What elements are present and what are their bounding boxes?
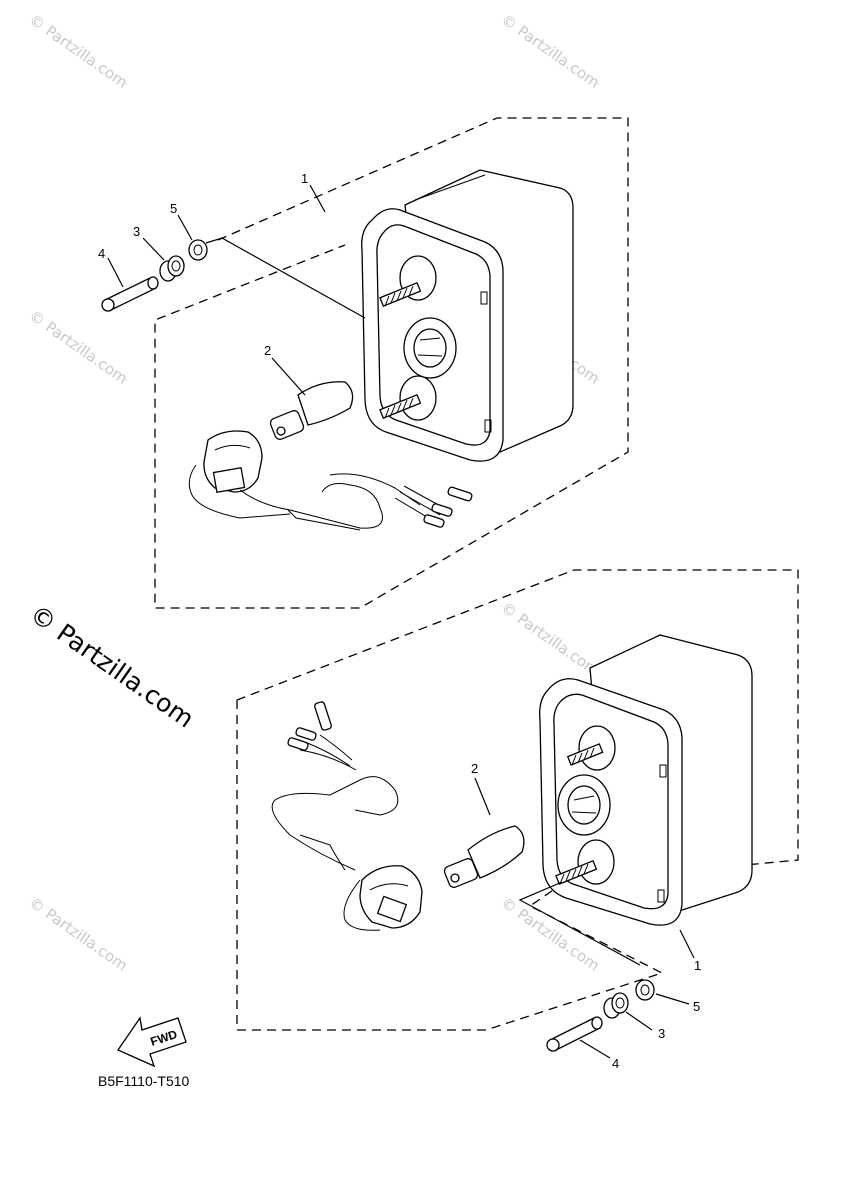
- watermark-faint: © Partzilla.com: [26, 11, 131, 92]
- top-upper-stud: [379, 281, 422, 307]
- bottom-nut-part-3: [603, 992, 629, 1019]
- top-callout-2-leader: [271, 357, 306, 396]
- bottom-bulb-part-2: [443, 825, 525, 888]
- top-callout-5: 5: [170, 201, 177, 216]
- top-washer-part-5: [188, 239, 208, 261]
- top-callout-4: 4: [98, 246, 105, 261]
- bottom-lower-stud-boss: [577, 839, 615, 885]
- top-callout-4-leader: [107, 257, 124, 288]
- watermark-faint: © Partzilla.com: [498, 11, 603, 92]
- top-bulb-part-2: [269, 381, 354, 440]
- top-washer-leader: [205, 237, 366, 319]
- bottom-callout-1-leader: [679, 929, 695, 959]
- top-socket-harness: [188, 430, 473, 531]
- watermark-faint: © Partzilla.com: [26, 894, 131, 975]
- bottom-callout-3-leader: [625, 1011, 653, 1031]
- bottom-lamp-housing: [539, 634, 753, 926]
- top-nut-part-3: [159, 255, 185, 282]
- bottom-tail-light-assembly: 2 1 5 3 4: [236, 569, 799, 1071]
- bottom-callout-1: 1: [694, 958, 701, 973]
- top-callout-1: 1: [301, 171, 308, 186]
- top-callout-5-leader: [177, 214, 193, 241]
- top-lamp-housing: [361, 169, 574, 462]
- top-callout-3: 3: [133, 224, 140, 239]
- bottom-callout-3: 3: [658, 1026, 665, 1041]
- bottom-collar-part-4: [546, 1016, 603, 1052]
- top-callout-1-leader: [309, 184, 326, 213]
- bottom-lower-stud: [555, 859, 598, 885]
- watermark-faint: © Partzilla.com: [26, 307, 131, 388]
- bottom-callout-2: 2: [471, 761, 478, 776]
- bottom-washer-part-5: [635, 979, 655, 1001]
- bottom-callout-5: 5: [693, 999, 700, 1014]
- watermark-main: © Partzilla.com: [25, 599, 200, 733]
- watermark-faint: © Partzilla.com: [498, 894, 603, 975]
- diagram-part-code: B5F1110-T510: [98, 1073, 190, 1089]
- top-collar-part-4: [101, 276, 159, 312]
- watermark-faint: © Partzilla.com: [498, 599, 603, 680]
- bottom-callout-2-leader: [474, 777, 491, 816]
- top-callout-3-leader: [142, 237, 165, 261]
- bottom-upper-stud: [566, 743, 604, 766]
- bottom-callout-5-leader: [655, 993, 690, 1005]
- bottom-assembly-boundary: [236, 569, 799, 1031]
- top-callout-2: 2: [264, 343, 271, 358]
- bottom-washer-leader: [518, 881, 641, 966]
- top-tail-light-assembly: 1 2 3 4 5: [98, 117, 629, 609]
- bottom-callout-4: 4: [612, 1056, 619, 1071]
- bottom-socket-harness: [271, 701, 423, 931]
- fwd-arrow-icon: FWD: [117, 1016, 187, 1068]
- bottom-callout-4-leader: [579, 1039, 611, 1059]
- top-lower-stud: [379, 393, 422, 419]
